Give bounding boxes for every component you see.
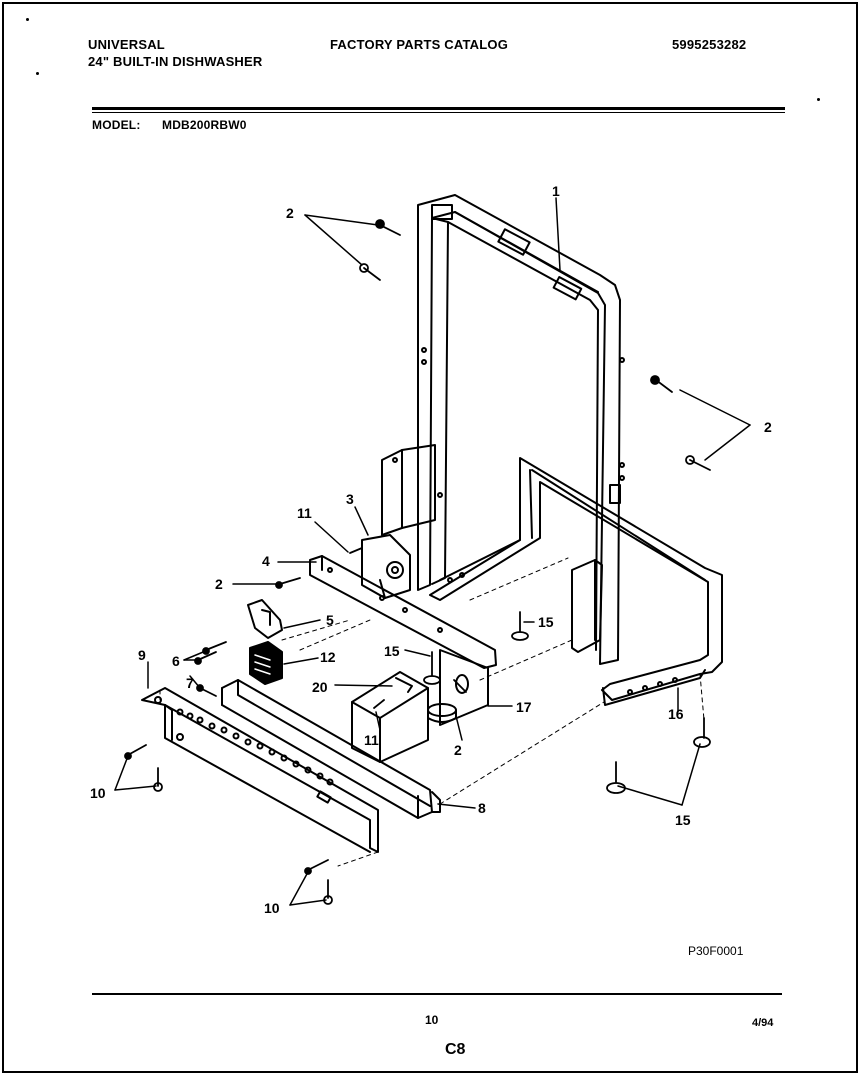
callout-10-left: 10 (90, 785, 106, 801)
callout-11-box: 11 (364, 732, 379, 748)
callout-8: 8 (478, 800, 486, 816)
page-number: 10 (425, 1013, 439, 1027)
callout-3: 3 (346, 491, 354, 507)
callout-2-left: 2 (215, 576, 223, 592)
drawing-code: P30F0001 (688, 944, 744, 958)
callout-16: 16 (668, 706, 684, 722)
frame-clip-2 (552, 276, 583, 301)
frame-latch (609, 484, 621, 504)
callout-2-bottom: 2 (454, 742, 462, 758)
callout-2-top: 2 (286, 205, 294, 221)
callout-15-a: 15 (538, 614, 554, 630)
callout-15-b: 15 (384, 643, 400, 659)
scan-speck (36, 72, 39, 75)
screw-2-left (279, 577, 301, 585)
bracket-part-4 (309, 534, 497, 669)
screw-6b (205, 641, 227, 651)
panel-rail-part-8 (221, 679, 441, 819)
scan-speck (26, 18, 29, 21)
cup (427, 703, 457, 717)
callout-6: 6 (172, 653, 180, 669)
scan-speck (817, 98, 820, 101)
left-bracket (381, 444, 436, 536)
switch-part-5 (247, 599, 283, 639)
callout-7: 7 (186, 675, 194, 691)
section-code: C8 (445, 1041, 466, 1058)
callout-5: 5 (326, 612, 334, 628)
catalog-title: FACTORY PARTS CATALOG (330, 37, 509, 52)
callout-1: 1 (552, 183, 560, 199)
frame-assembly-part-1 (381, 194, 625, 665)
callout-17: 17 (516, 699, 532, 715)
callout-9: 9 (138, 647, 146, 663)
screw-2-top-b (363, 267, 381, 281)
leader-lines (114, 197, 751, 906)
right-bracket (571, 559, 603, 653)
front-panel-part-9 (141, 687, 379, 853)
guide-lines (159, 557, 705, 867)
callout-15-c: 15 (675, 812, 691, 828)
catalog-number: 5995253282 (672, 37, 747, 52)
callout-20: 20 (312, 679, 328, 695)
screw-11 (349, 547, 363, 554)
box-part-20 (351, 671, 429, 763)
callout-11-top: 11 (297, 505, 312, 521)
callout-10-bottom: 10 (264, 900, 280, 916)
frame-clip (497, 228, 531, 256)
revision-date: 4/94 (752, 1017, 774, 1029)
header-rule-thin (92, 112, 785, 113)
callout-4: 4 (262, 553, 270, 569)
brand-name: UNIVERSAL (88, 37, 165, 52)
bracket-part-17 (427, 649, 489, 726)
product-name: 24" BUILT-IN DISHWASHER (88, 54, 263, 69)
callout-2-right: 2 (764, 419, 772, 435)
relay-part-12 (249, 641, 283, 685)
lower-frame-part-16 (429, 457, 723, 706)
model-label: MODEL: (92, 118, 141, 132)
frame-top-bracket (431, 204, 453, 220)
model-value: MDB200RBW0 (162, 118, 247, 132)
footer-rule (92, 993, 782, 995)
callout-12: 12 (320, 649, 336, 665)
screw-2-mid (453, 679, 467, 693)
screw-10a (127, 744, 147, 756)
screws (124, 219, 711, 905)
header-rule (92, 107, 785, 110)
switch-assembly-part-3 (361, 534, 411, 599)
screw-11b (373, 699, 385, 709)
screw-10c (307, 859, 329, 871)
